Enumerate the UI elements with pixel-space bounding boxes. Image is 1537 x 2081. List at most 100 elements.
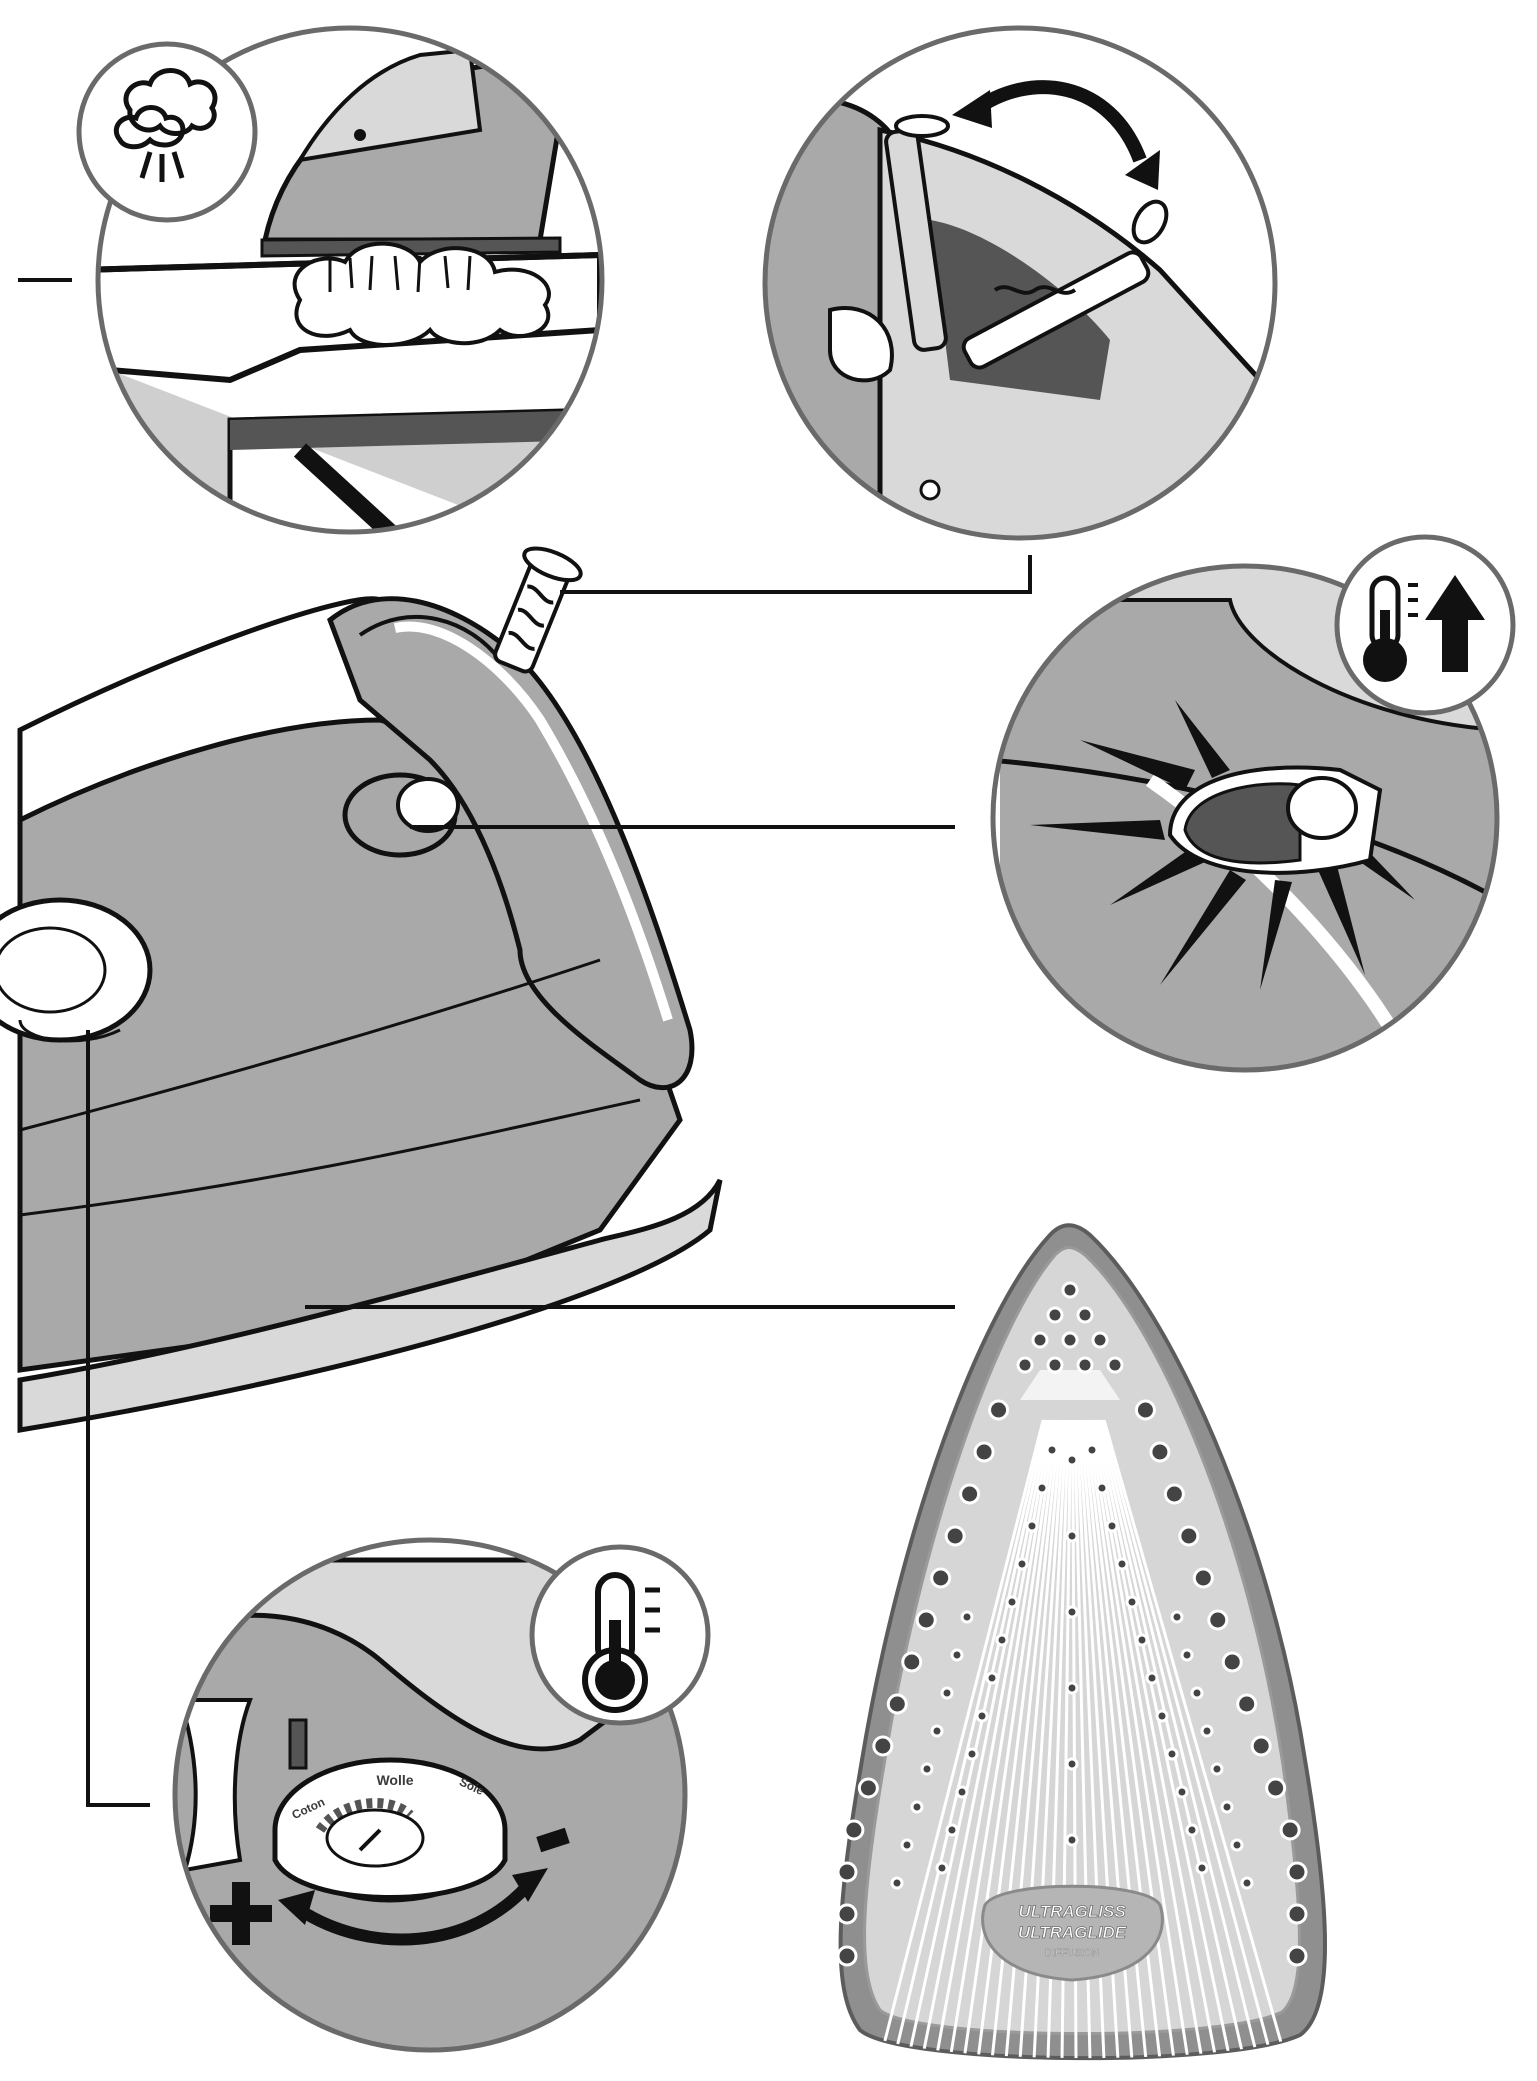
steam-hole [1190,1686,1204,1700]
steam-hole [1236,1693,1258,1715]
thermometer-up-icon [1334,534,1516,716]
steam-hole [1200,1724,1214,1738]
steam-hole [959,1483,981,1505]
steam-hole [955,1785,969,1799]
steam-hole [843,1819,865,1841]
curved-double-arrow-icon [296,1880,533,1946]
steam-hole [1170,1610,1184,1624]
steam-hole [1286,1903,1308,1925]
steam-hole [960,1610,974,1624]
steam-hole [930,1724,944,1738]
soleplate-groove [878,1419,1045,2059]
soleplate-groove [1100,1419,1274,2059]
steam-hole [1195,1861,1209,1875]
steam-hole [836,1903,858,1925]
steam-hole [975,1709,989,1723]
logo-line3: DIFFUSION [1045,1948,1099,1959]
steam-hole [1207,1609,1229,1631]
steam-hole [900,1838,914,1852]
steam-hole [1230,1838,1244,1852]
soleplate-groove [1102,1419,1288,2059]
soleplate-groove [906,1419,1049,2059]
steam-hole [872,1735,894,1757]
steam-hole [965,1747,979,1761]
steam-hole [1220,1800,1234,1814]
steam-hole [1065,1681,1079,1695]
minus-icon [536,1827,570,1853]
steam-hole [1135,1633,1149,1647]
steam-hole [1134,1399,1156,1421]
steam-hole [1046,1356,1064,1374]
steam-hole [1025,1519,1039,1533]
steam-hole [973,1441,995,1463]
steam-hole [1065,1453,1079,1467]
steam-hole [1125,1595,1139,1609]
steam-hole [1076,1356,1094,1374]
steam-hole [1279,1819,1301,1841]
steam-hole [836,1945,858,1967]
steam-hole [1095,1481,1109,1495]
steam-hole [1016,1356,1034,1374]
soleplate-groove [962,1419,1058,2059]
curved-arrow-icon [970,80,1147,163]
steam-hole [1065,1605,1079,1619]
steam-hole [1015,1557,1029,1571]
anti-calc-rod [884,114,1169,370]
steam-hole [1115,1557,1129,1571]
steam-hole [1286,1945,1308,1967]
steam-hole [1163,1483,1185,1505]
soleplate: ULTRAGLISS ULTRAGLIDE DIFFUSION [836,1223,1327,2061]
steam-hole [944,1525,966,1547]
steam-hole [1046,1306,1064,1324]
plus-icon [210,1882,272,1945]
steam-hole [995,1633,1009,1647]
thermometer-icon [529,1544,711,1726]
steam-hole [1045,1443,1059,1457]
steam-hole [886,1693,908,1715]
soleplate-groove [1098,1419,1260,2059]
steam-hole [1061,1281,1079,1299]
steam-hole [985,1671,999,1685]
steam-cloud-icon [76,41,258,223]
steam-hole [1105,1519,1119,1533]
steam-hole [836,1861,858,1883]
steam-hole [1180,1648,1194,1662]
steam-hole [1210,1762,1224,1776]
steam-hole [915,1609,937,1631]
steam-hole [910,1800,924,1814]
steam-hole [1061,1331,1079,1349]
steam-hole [920,1762,934,1776]
logo-line1: ULTRAGLISS [1018,1902,1126,1921]
steam-hole [1085,1443,1099,1457]
thermostat-light-circle [990,534,1516,1073]
steam-hole [1005,1595,1019,1609]
soleplate-logo: ULTRAGLISS ULTRAGLIDE DIFFUSION [981,1884,1164,1982]
steam-hole [1065,1833,1079,1847]
steam-hole [950,1648,964,1662]
steam-hole [901,1651,923,1673]
steam-hole [1221,1651,1243,1673]
steam-hole [1240,1876,1254,1890]
steam-hole [1265,1777,1287,1799]
dial-label-top: Wolle [376,1772,413,1788]
steam-hole [1035,1481,1049,1495]
leader-tank [560,555,1032,594]
leader-lines [18,278,1032,1807]
steam-hole [1065,1529,1079,1543]
steam-hole [1250,1735,1272,1757]
steam-hole [890,1876,904,1890]
steam-hole [1031,1331,1049,1349]
steam-hole [1192,1567,1214,1589]
steam-hole [1091,1331,1109,1349]
steam-hole [1175,1785,1189,1799]
steam-hole [857,1777,879,1799]
leader-dial [86,1030,150,1807]
steam-hole [1065,1757,1079,1771]
steam-hole [1286,1861,1308,1883]
steam-hole [1165,1747,1179,1761]
steam-hole [988,1399,1010,1421]
soleplate-groove [976,1419,1060,2059]
steam-ironing-circle [76,25,605,535]
logo-line2: ULTRAGLIDE [1018,1923,1127,1942]
